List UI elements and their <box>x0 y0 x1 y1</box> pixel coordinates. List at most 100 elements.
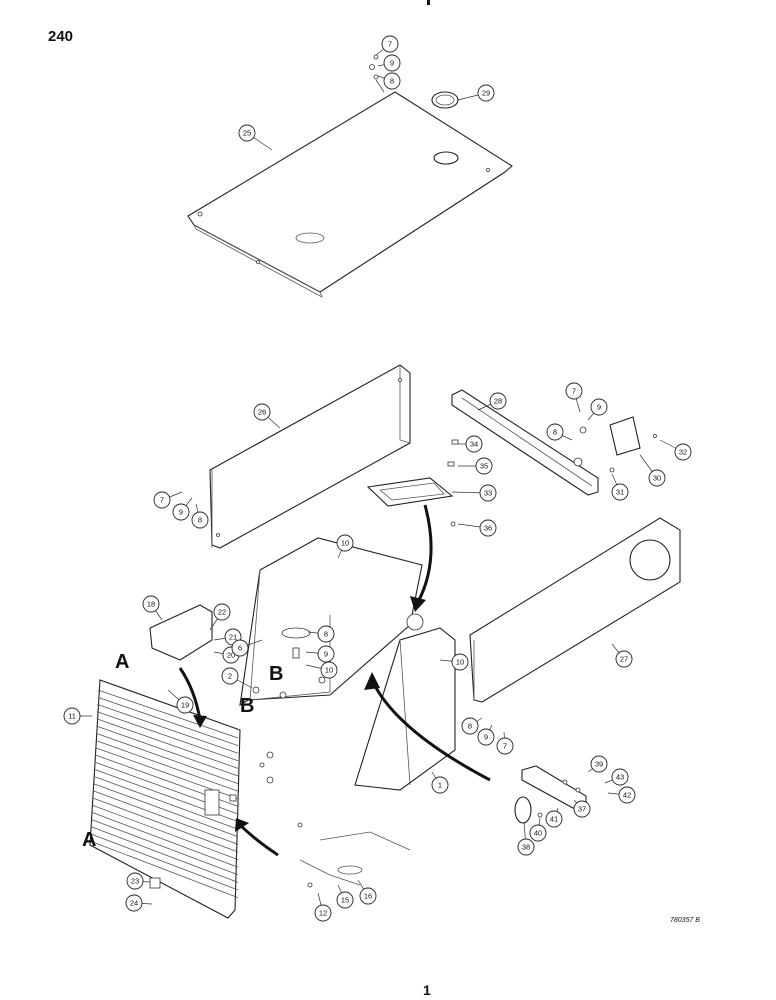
callout-9: 9 <box>377 54 401 72</box>
access-plate-33 <box>366 439 459 527</box>
callout-circle <box>517 838 535 856</box>
callout-circle <box>674 443 692 461</box>
callout-19: 19 <box>167 689 194 714</box>
callout-9: 9 <box>305 645 335 663</box>
callout-circle <box>477 728 495 746</box>
callout-31: 31 <box>611 473 629 501</box>
callout-circle <box>465 435 483 453</box>
grille-slat <box>96 725 239 777</box>
grille-slat <box>90 833 239 891</box>
grille-slat <box>91 819 239 876</box>
callout-number: 22 <box>218 608 226 617</box>
callout-number: 16 <box>364 892 372 901</box>
callout-number: 25 <box>243 129 251 138</box>
callout-number: 33 <box>484 489 492 498</box>
grille-slat <box>95 732 239 784</box>
callout-number: 18 <box>147 600 155 609</box>
callout-circle <box>336 534 354 552</box>
callout-23: 23 <box>126 872 151 890</box>
callout-circle <box>126 872 144 890</box>
callout-circle <box>489 392 507 410</box>
callout-7: 7 <box>496 731 514 755</box>
grille-slat <box>92 797 239 853</box>
callout-number: 32 <box>679 448 687 457</box>
callout-27: 27 <box>611 643 633 668</box>
callout-circle <box>648 469 666 487</box>
callout-number: 2 <box>228 672 232 681</box>
callout-number: 37 <box>578 805 586 814</box>
callout-circle <box>142 595 160 613</box>
callout-number: 7 <box>160 496 164 505</box>
callout-number: 19 <box>181 701 189 710</box>
callout-circle <box>545 810 563 828</box>
callout-number: 8 <box>468 722 472 731</box>
callout-circle <box>590 755 608 773</box>
callout-7: 7 <box>565 382 583 413</box>
callout-number: 7 <box>503 742 507 751</box>
grille-slat <box>92 804 239 860</box>
bracket-28 <box>451 389 599 496</box>
callout-number: 11 <box>68 712 76 721</box>
callout-number: 40 <box>534 829 542 838</box>
grille-slat <box>96 718 239 769</box>
callout-circle <box>475 457 493 475</box>
floor-plate-25 <box>187 54 513 298</box>
callout-28: 28 <box>477 392 507 411</box>
hardware-cluster <box>259 751 411 888</box>
callout-35: 35 <box>458 457 493 475</box>
callout-number: 21 <box>229 633 237 642</box>
callout-6: 6 <box>231 639 263 657</box>
callout-25: 25 <box>238 124 273 151</box>
callout-number: 24 <box>130 899 138 908</box>
callout-circle <box>317 645 335 663</box>
callout-9: 9 <box>172 497 193 521</box>
callout-29: 29 <box>457 84 495 102</box>
callout-number: 6 <box>238 644 242 653</box>
callout-circle <box>213 603 231 621</box>
callout-32: 32 <box>659 439 692 461</box>
callout-circle <box>336 891 354 909</box>
side-cover-27 <box>469 517 681 703</box>
callout-number: 43 <box>616 773 624 782</box>
callout-18: 18 <box>142 595 163 621</box>
callout-39: 39 <box>587 755 608 773</box>
callout-circle <box>383 54 401 72</box>
callout-number: 8 <box>198 516 202 525</box>
callout-circle <box>451 653 469 671</box>
callout-circle <box>191 511 209 529</box>
callout-36: 36 <box>457 519 497 537</box>
callout-10: 10 <box>439 653 469 671</box>
callout-37: 37 <box>573 799 591 818</box>
callout-circle <box>477 84 495 102</box>
callout-number: 9 <box>179 508 183 517</box>
cover-plate-30 <box>609 416 657 473</box>
callout-11: 11 <box>63 707 92 725</box>
callout-number: 10 <box>456 658 464 667</box>
callout-16: 16 <box>357 879 377 905</box>
callout-2: 2 <box>221 667 253 689</box>
callout-22: 22 <box>209 603 231 631</box>
callout-7: 7 <box>153 491 183 509</box>
callout-42: 42 <box>607 786 636 804</box>
callout-number: 8 <box>324 630 328 639</box>
callout-number: 15 <box>341 896 349 905</box>
callout-circle <box>529 824 547 842</box>
callout-12: 12 <box>314 892 332 922</box>
grille-slat <box>92 790 239 845</box>
callout-number: 26 <box>258 408 266 417</box>
callout-circle <box>381 35 399 53</box>
callout-number: 29 <box>482 89 490 98</box>
cover-18 <box>149 604 213 661</box>
callout-8: 8 <box>307 625 335 643</box>
callout-number: 35 <box>480 462 488 471</box>
callout-number: 9 <box>484 733 488 742</box>
callout-33: 33 <box>451 484 497 502</box>
latch-bracket-37 <box>514 765 587 824</box>
callout-circle <box>221 667 239 685</box>
callout-15: 15 <box>336 884 354 909</box>
callout-number: 9 <box>324 650 328 659</box>
callout-8: 8 <box>461 717 483 735</box>
callout-circle <box>615 650 633 668</box>
callout-10: 10 <box>336 534 354 559</box>
callout-9: 9 <box>477 724 495 746</box>
